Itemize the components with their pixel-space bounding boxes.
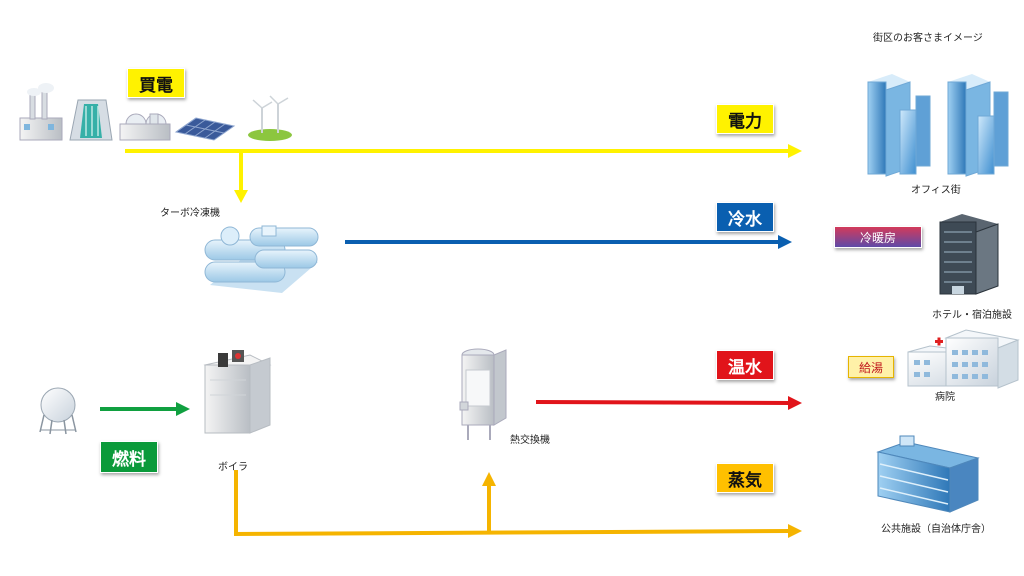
steam-tag: 蒸気 xyxy=(716,463,774,493)
public-building-icon xyxy=(876,435,980,513)
hospital-label: 病院 xyxy=(935,392,955,403)
public-facility-label: 公共施設（自治体庁舎） xyxy=(881,524,991,535)
electricity-tag: 電力 xyxy=(716,104,774,134)
nuclear-plant-icon xyxy=(119,113,171,141)
customer-image-label: 街区のお客さまイメージ xyxy=(873,33,983,44)
hotel-building-icon xyxy=(939,214,999,295)
heat-exchanger-icon xyxy=(459,348,507,440)
office-label: オフィス街 xyxy=(911,185,961,196)
fuel-arrow xyxy=(100,402,190,416)
turbo-chiller-label: ターボ冷凍機 xyxy=(160,208,220,219)
hot-water-tag: 温水 xyxy=(716,350,774,380)
hot-water-arrow xyxy=(535,396,802,410)
gas-tank-icon xyxy=(39,387,77,435)
hydro-dam-icon xyxy=(69,99,113,141)
hotel-label: ホテル・宿泊施設 xyxy=(932,310,1012,321)
purchased-power-tag: 買電 xyxy=(127,68,185,98)
power-sources-icon xyxy=(19,83,292,141)
wind-turbine-icon xyxy=(248,95,292,141)
chilled-water-tag: 冷水 xyxy=(716,202,774,232)
fuel-tag: 燃料 xyxy=(100,441,158,473)
steam-arrow xyxy=(233,470,802,538)
hot-water-supply-tag: 給湯 xyxy=(848,356,894,378)
office-buildings-icon xyxy=(867,74,1009,177)
heat-exchanger-label: 熱交換機 xyxy=(510,435,550,446)
solar-panel-icon xyxy=(174,117,236,141)
boiler-icon xyxy=(203,350,272,434)
electricity-arrow xyxy=(125,144,802,203)
chilled-water-arrow xyxy=(345,235,792,249)
heating-cooling-tag: 冷暖房 xyxy=(834,226,922,248)
thermal-plant-icon xyxy=(19,83,63,141)
hospital-building-icon xyxy=(907,329,1020,389)
boiler-label: ボイラ xyxy=(218,462,248,473)
turbo-chiller-icon xyxy=(204,225,319,293)
